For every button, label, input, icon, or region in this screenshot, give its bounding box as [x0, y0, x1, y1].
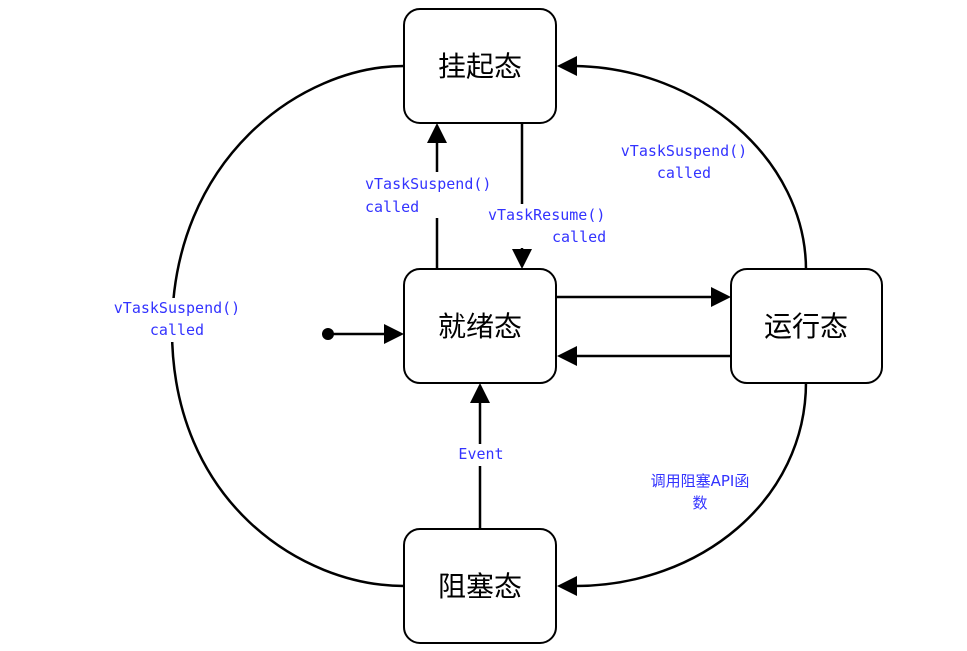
edge-running-to-suspended: [574, 64, 808, 271]
arrowhead-into-suspended-from-ready: [427, 123, 447, 143]
label-blocked-to-suspended-line2: called: [150, 321, 204, 339]
label-bg: [110, 298, 242, 342]
arrowhead-into-suspended: [557, 56, 577, 76]
arrowhead-into-ready-from-running: [557, 346, 577, 366]
label-running-to-suspended-line1: vTaskSuspend(): [621, 142, 747, 160]
state-suspended-label: 挂起态: [438, 50, 522, 83]
label-running-to-blocked-line2: 数: [692, 494, 707, 512]
state-ready[interactable]: 就绪态: [403, 268, 557, 384]
label-ready-to-suspended-line2: called: [365, 198, 419, 216]
arrowhead-into-ready-from-suspended: [512, 249, 532, 269]
label-ready-to-suspended-line1: vTaskSuspend(): [365, 175, 491, 193]
arrowhead-into-blocked: [557, 576, 577, 596]
state-running[interactable]: 运行态: [730, 268, 883, 384]
label-blocked-to-ready: Event: [458, 445, 503, 463]
label-bg: [362, 172, 492, 218]
arrowhead-into-running: [711, 287, 731, 307]
state-running-label: 运行态: [764, 310, 848, 343]
state-blocked-label: 阻塞态: [438, 570, 522, 603]
label-bg: [456, 444, 506, 466]
state-suspended[interactable]: 挂起态: [403, 8, 557, 124]
arrowhead-into-ready-from-blocked: [470, 383, 490, 403]
arrowhead-into-ready-from-initial: [384, 324, 404, 344]
label-running-to-blocked-line1: 调用阻塞API函: [651, 472, 750, 490]
label-running-to-suspended-line2: called: [657, 164, 711, 182]
label-suspended-to-ready-line1: vTaskResume(): [488, 206, 605, 224]
label-blocked-to-suspended-line1: vTaskSuspend(): [114, 299, 240, 317]
label-suspended-to-ready-line2: called: [552, 228, 606, 246]
label-bg: [486, 204, 610, 248]
state-ready-label: 就绪态: [438, 310, 522, 343]
edge-running-to-blocked: [574, 381, 808, 588]
state-blocked[interactable]: 阻塞态: [403, 528, 557, 644]
